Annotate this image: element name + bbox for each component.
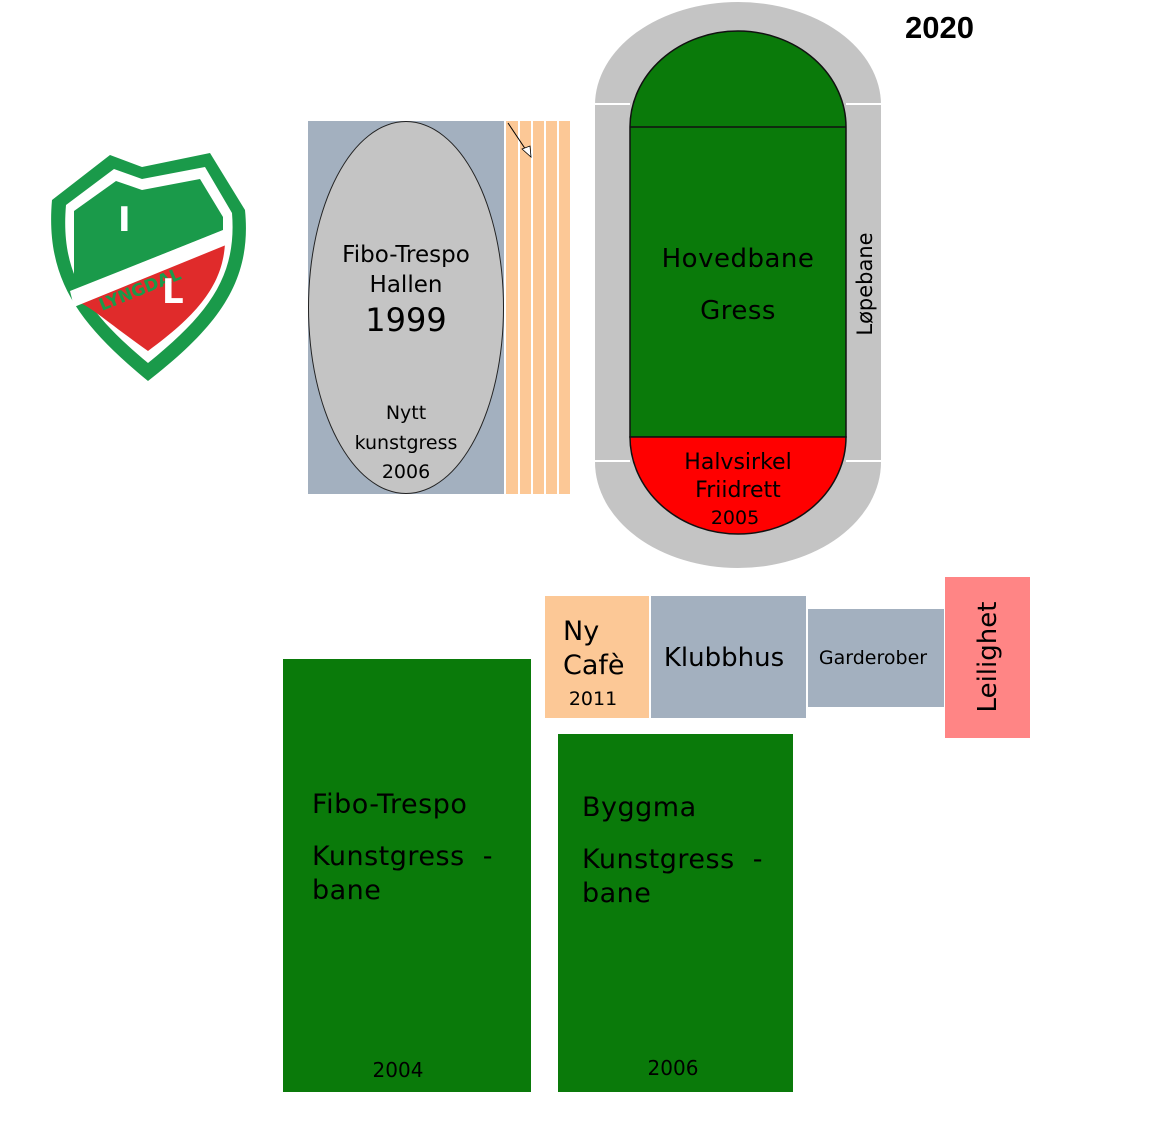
field-left-name: Fibo-Trespo <box>312 789 468 820</box>
field-left-year: 2004 <box>372 1058 424 1082</box>
turf-field-fibo-trespo <box>283 659 531 1092</box>
field-right-type-line1: Kunstgress - <box>582 844 764 875</box>
logo-letter-l: L <box>162 272 184 312</box>
field-right-name: Byggma <box>582 792 697 823</box>
hall-name-line1: Fibo-Trespo <box>342 242 470 268</box>
clubhouse-label: Klubbhus <box>663 643 785 673</box>
field-left-type-line1: Kunstgress - <box>312 841 494 872</box>
turf-field-byggma <box>558 734 793 1092</box>
field-right-type-line2: bane <box>582 878 652 909</box>
main-field <box>629 30 847 438</box>
cafe-year: 2011 <box>568 688 618 710</box>
club-logo: I LYNGDAL L <box>51 153 246 381</box>
hall-oval <box>308 121 504 494</box>
field-left-type-line2: bane <box>312 875 382 906</box>
main-field-line2: Gress <box>700 296 776 326</box>
cafe-line1: Ny <box>563 616 600 647</box>
main-field-line1: Hovedbane <box>661 244 815 274</box>
hall-turf-line2: kunstgress <box>354 432 458 454</box>
hall-name-line2: Hallen <box>369 272 443 298</box>
logo-letter-i: I <box>118 200 131 240</box>
semicircle-athletics <box>629 436 847 535</box>
semicircle-line1: Halvsirkel <box>684 450 792 475</box>
apartment-building <box>945 577 1030 738</box>
year-label: 2020 <box>905 10 974 45</box>
hall-turf-line1: Nytt <box>385 402 427 424</box>
semicircle-line2: Friidrett <box>695 478 781 503</box>
semicircle-year: 2005 <box>710 507 760 529</box>
apartment-label: Leilighet <box>973 601 1003 713</box>
stadium <box>594 2 882 568</box>
changing-rooms-label: Garderober <box>818 647 928 669</box>
hall-built-year: 1999 <box>365 301 447 339</box>
cafe-line2: Cafè <box>563 650 625 681</box>
changing-rooms-building <box>808 609 944 707</box>
hall-turf-year: 2006 <box>381 461 431 483</box>
sprint-lanes <box>506 121 570 494</box>
track-label: Løpebane <box>853 232 877 336</box>
cafe-building <box>545 596 649 718</box>
field-right-year: 2006 <box>647 1056 699 1080</box>
clubhouse-building <box>651 596 806 718</box>
